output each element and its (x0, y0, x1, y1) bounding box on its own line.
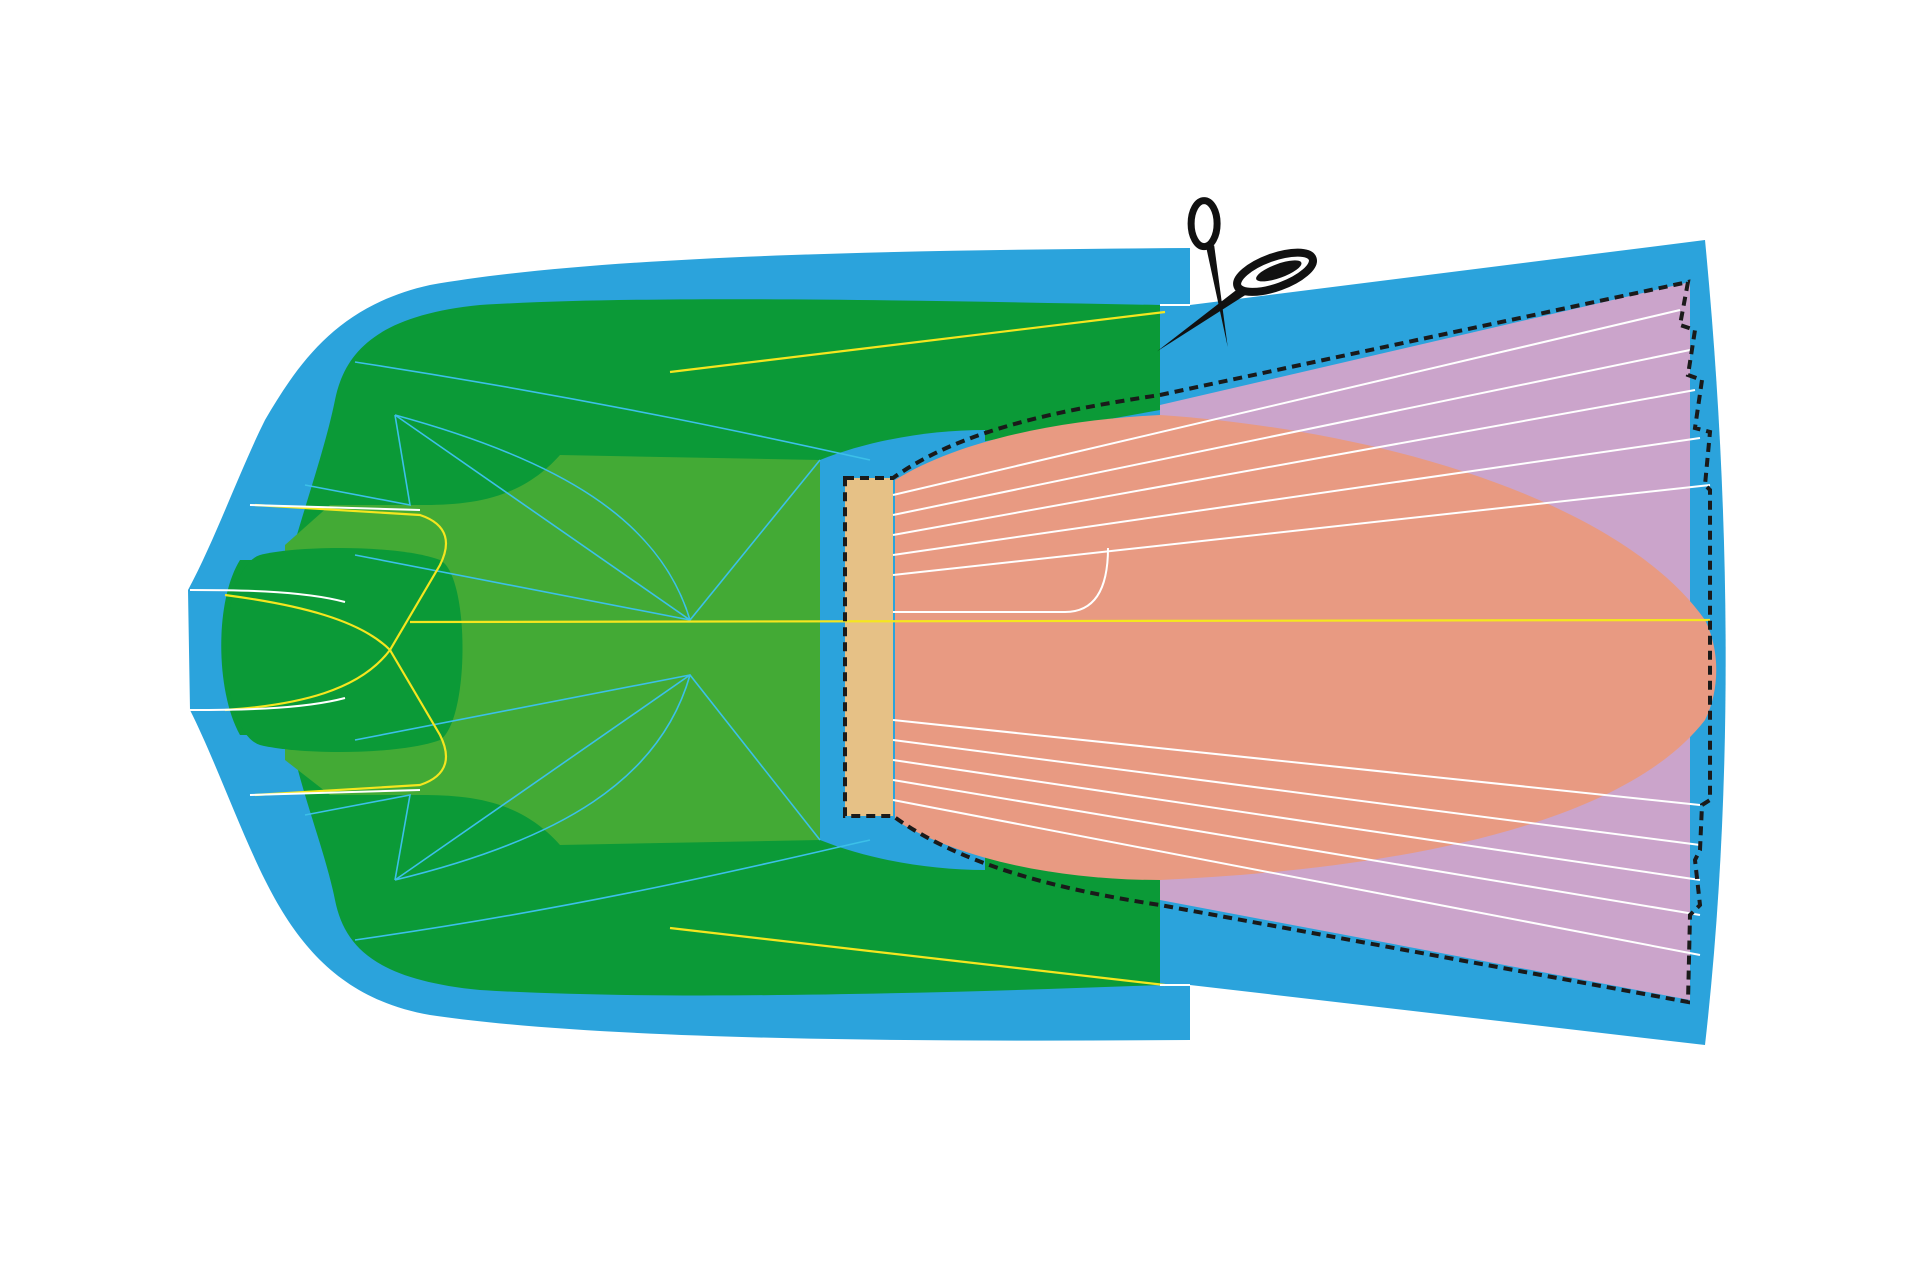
bodice-construction-lines (304, 361, 871, 941)
waistband (845, 478, 893, 816)
collar-panel (226, 548, 463, 752)
white-guide-lines (189, 304, 1190, 986)
skirt-panel (895, 415, 1717, 880)
skirt-fan-lines (892, 309, 1711, 956)
yellow-construction-lines (224, 310, 1711, 987)
scissors-icon (1156, 197, 1317, 352)
cutting-line (843, 279, 1713, 1005)
bodice-front-light (285, 455, 860, 845)
